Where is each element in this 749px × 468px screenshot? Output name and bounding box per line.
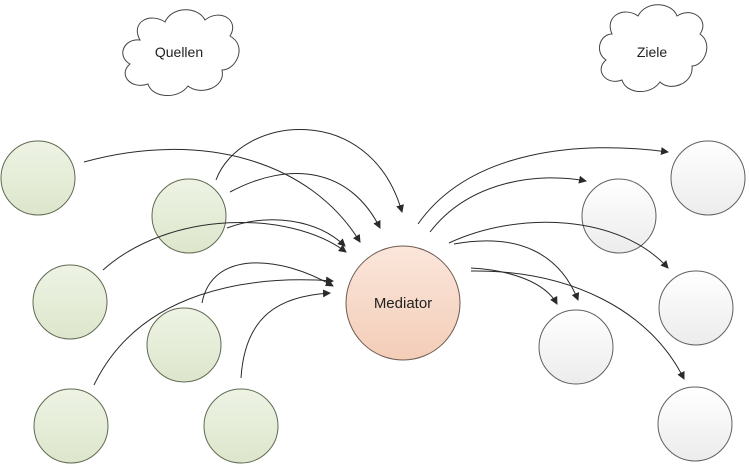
arrow: [83, 148, 361, 243]
arrow: [93, 276, 334, 386]
targets-cloud-label: Ziele: [637, 44, 668, 60]
source-node: [203, 388, 279, 464]
target-node: [658, 270, 734, 346]
arrow: [240, 289, 331, 379]
target-node: [581, 178, 657, 254]
source-node: [146, 307, 222, 383]
sources-cloud-label: Quellen: [155, 44, 203, 60]
arrow: [453, 240, 580, 301]
arrow: [448, 221, 669, 269]
mediator-label: Mediator: [374, 295, 432, 312]
source-node: [0, 140, 76, 216]
source-node: [33, 388, 109, 464]
target-nodes: [538, 140, 746, 462]
target-node: [657, 386, 733, 462]
arrow: [417, 147, 669, 225]
target-arrows: [417, 147, 685, 380]
arrow: [470, 270, 685, 380]
target-node: [670, 140, 746, 216]
source-arrows: [83, 129, 404, 386]
arrow: [102, 221, 347, 271]
arrow: [215, 129, 404, 213]
arrow: [201, 262, 334, 304]
source-nodes: [0, 140, 279, 464]
sources-cloud: Quellen: [122, 9, 240, 96]
arrow: [470, 267, 558, 305]
targets-cloud: Ziele: [598, 4, 708, 92]
mediator-node: Mediator: [345, 245, 461, 361]
arrow: [429, 175, 587, 233]
target-node: [538, 309, 614, 385]
source-node: [32, 264, 108, 340]
arrow: [226, 219, 346, 247]
source-node: [151, 178, 227, 254]
arrow: [229, 173, 381, 229]
